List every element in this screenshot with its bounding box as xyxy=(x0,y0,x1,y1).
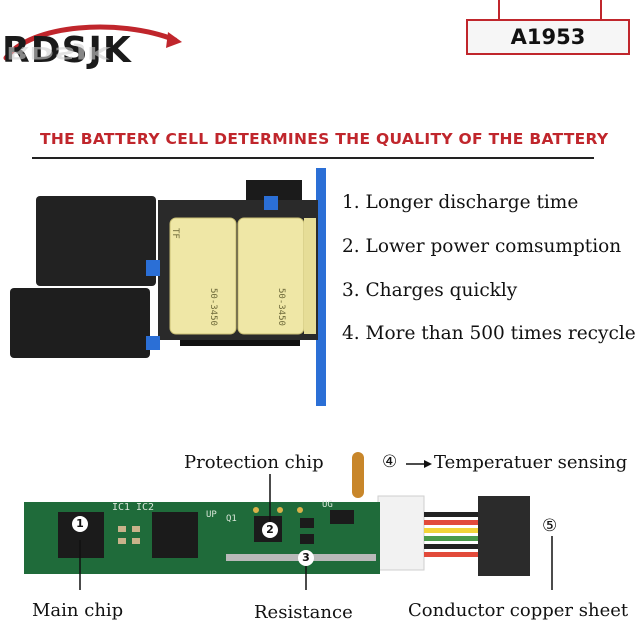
silkscreen-q1: Q1 xyxy=(226,514,237,524)
battery-cell-3-edge xyxy=(304,218,316,334)
silkscreen-ug: UG xyxy=(322,500,333,510)
headline-divider xyxy=(32,157,594,159)
pcb-white-end xyxy=(377,495,425,571)
connector-plug xyxy=(478,496,530,576)
silkscreen-up: UP xyxy=(206,510,217,520)
battery-frame-blue xyxy=(316,168,326,406)
battery-clip xyxy=(146,260,160,276)
feature-item: 2. Lower power comsumption xyxy=(342,236,622,257)
cell-label-code: 50-3450 xyxy=(208,288,218,326)
silkscreen-ic2: IC2 xyxy=(136,502,155,513)
battery-base-strip xyxy=(180,340,300,346)
logo-reflection: RDSJK xyxy=(6,42,111,62)
marker-2: 2 xyxy=(262,522,278,538)
marker-1: 1 xyxy=(72,516,88,532)
ic2-chip xyxy=(152,512,198,558)
battery-pouch-lower xyxy=(10,288,150,358)
battery-cell-1 xyxy=(169,217,237,335)
label-connector-marker: ⑤ xyxy=(542,516,558,536)
battery-clip xyxy=(264,196,278,210)
temperature-probe xyxy=(352,452,364,498)
label-temperature-marker: ④ xyxy=(382,452,398,472)
battery-illustration xyxy=(10,168,326,406)
battery-connector xyxy=(246,180,302,200)
battery-clip xyxy=(146,336,160,350)
feature-item: 3. Charges quickly xyxy=(342,280,518,301)
label-main-chip: Main chip xyxy=(32,600,124,621)
battery-pouch-upper xyxy=(36,196,156,286)
marker-3: 3 xyxy=(298,550,314,566)
model-tab-lines xyxy=(498,0,602,20)
brand-logo xyxy=(0,18,200,88)
label-conductor: Conductor copper sheet xyxy=(408,600,629,621)
label-protection-chip: Protection chip xyxy=(184,452,324,473)
pcb-illustration xyxy=(24,452,553,590)
feature-item: 1. Longer discharge time xyxy=(342,192,579,213)
headline: THE BATTERY CELL DETERMINES THE QUALITY … xyxy=(40,130,609,148)
label-resistance: Resistance xyxy=(254,602,353,623)
connector-wires xyxy=(424,512,480,557)
logo-swoosh-icon xyxy=(3,24,182,61)
silkscreen-ic1: IC1 xyxy=(112,502,131,513)
cell-label-code: 50-3450 xyxy=(276,288,286,326)
battery-cell-2 xyxy=(237,217,305,335)
cell-label-brand: TF xyxy=(170,228,180,239)
label-temperature: Temperatuer sensing xyxy=(434,452,628,473)
feature-item: 4. More than 500 times recycle xyxy=(342,323,636,344)
model-label: A1953 xyxy=(466,19,630,55)
logo-text: RDSJK xyxy=(2,30,132,71)
